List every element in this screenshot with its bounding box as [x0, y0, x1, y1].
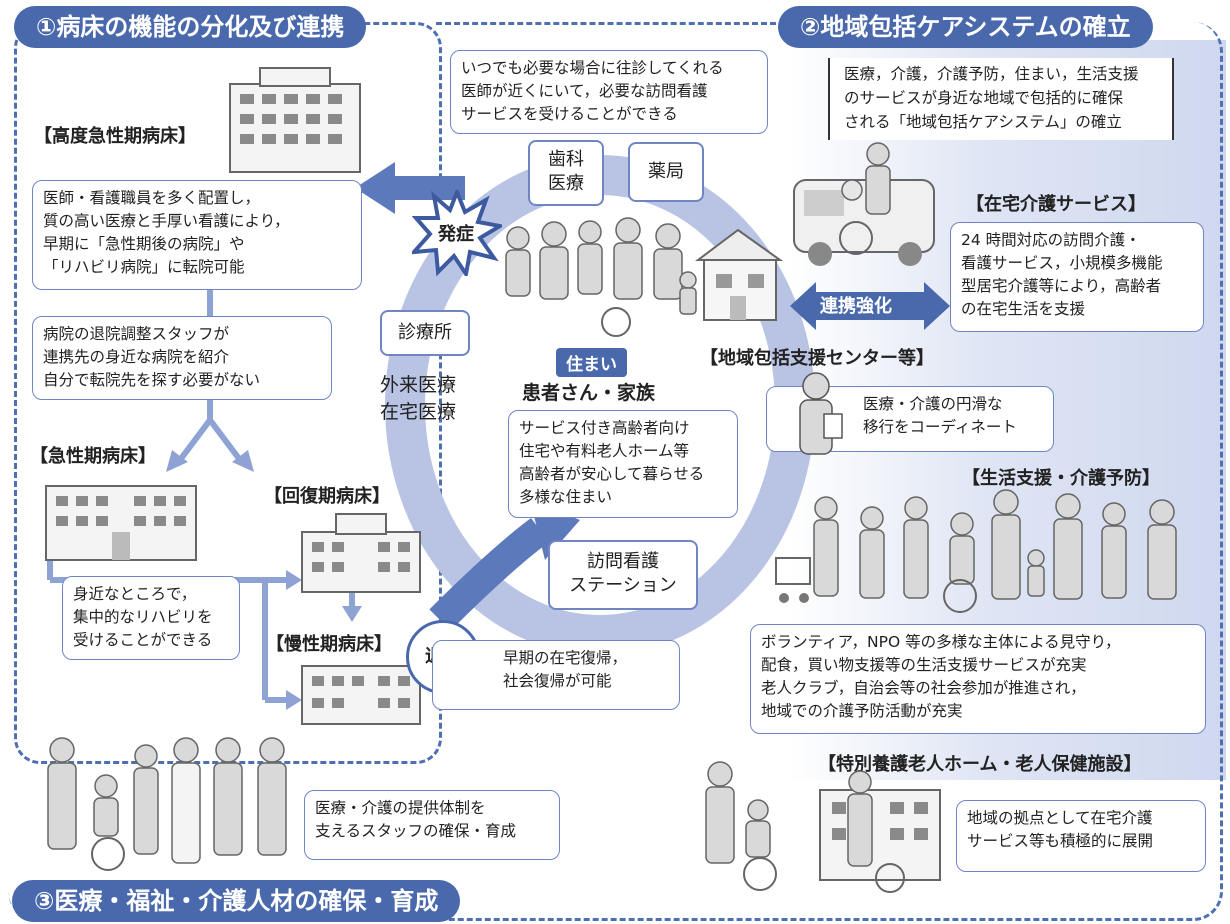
- high-acute-line-4: 「リハビリ病院」に転院可能: [43, 258, 245, 276]
- section2-title: ②地域包括ケアシステムの確立: [778, 6, 1153, 48]
- chronic-label: 【慢性期病床】: [266, 634, 392, 655]
- home-visit-line-2: 医師が近くにいて，必要な訪問看護: [461, 82, 708, 100]
- system-note-line-1: 医療，介護，介護予防，住まい，生活支援: [844, 65, 1139, 83]
- volunteer-line-2: 配食，買い物支援等の生活支援サービスが充実: [761, 656, 1087, 674]
- acute-hospital-building: [45, 485, 197, 561]
- section3-title: ③医療・福祉・介護人材の確保・育成: [12, 880, 461, 922]
- early-return-line-2: 社会復帰が可能: [503, 672, 612, 690]
- staff-line-2: 支えるスタッフの確保・育成: [315, 822, 517, 840]
- rehab-line-1: 身近なところで，: [73, 585, 197, 603]
- discharge-staff-line-1: 病院の退院調整スタッフが: [43, 325, 230, 343]
- nursing-facility-illustration: [705, 761, 941, 893]
- system-note-line-2: のサービスが身近な地域で包括的に確保: [844, 89, 1124, 107]
- onset-starburst-icon: [412, 190, 502, 276]
- home-visit-line-3: サービスを受けることができる: [461, 105, 678, 123]
- recovery-label: 【回復期病床】: [264, 486, 390, 507]
- home-care-line-4: の在宅生活を支援: [961, 300, 1086, 318]
- acute-label: 【急性期病床】: [30, 446, 156, 467]
- high-acute-line-1: 医師・看護職員を多く配置し，: [43, 189, 261, 207]
- outpatient-line-1: 外来医療: [380, 374, 457, 396]
- coordinator-illustration: [799, 372, 843, 455]
- high-acute-line-2: 質の高い医療と手厚い看護により，: [43, 212, 290, 230]
- outer-frame: [8, 22, 1223, 921]
- chronic-hospital-building: [301, 665, 421, 725]
- facility-line-1: 地域の拠点として在宅介護: [967, 809, 1153, 827]
- care-van-illustration: [793, 142, 935, 266]
- dental-line-1: 歯科: [548, 149, 584, 170]
- home-care-description: 24 時間対応の訪問介護・ 看護サービス，小規模多機能 型居宅介護等により，高齢…: [950, 222, 1204, 332]
- pharmacy-box: 薬局: [628, 142, 704, 202]
- patient-family-label: 患者さん・家族: [522, 382, 656, 404]
- clinic-text: 診療所: [398, 322, 452, 343]
- staff-line-1: 医療・介護の提供体制を: [315, 799, 486, 817]
- facility-label: 【特別養護老人ホーム・老人保健施設】: [818, 754, 1142, 775]
- discharge-staff-line-3: 自分で転院先を探す必要がない: [43, 371, 261, 389]
- rehab-line-2: 集中的なリハビリを: [73, 608, 213, 626]
- system-note: 医療，介護，介護予防，住まい，生活支援 のサービスが身近な地域で包括的に確保 さ…: [828, 58, 1174, 140]
- section1-title: ①病床の機能の分化及び連携: [14, 6, 367, 48]
- dental-care-box: 歯科 医療: [528, 140, 604, 206]
- recovery-hospital-building: [301, 513, 421, 593]
- housing-line-3: 高齢者が安心して暮らせる: [519, 465, 705, 483]
- cooperation-label: 連携強化: [820, 296, 892, 317]
- staff-description: 医療・介護の提供体制を 支えるスタッフの確保・育成: [304, 790, 560, 860]
- home-care-label: 【在宅介護サービス】: [966, 194, 1146, 215]
- home-care-line-1: 24 時間対応の訪問介護・: [961, 231, 1141, 249]
- facility-description: 地域の拠点として在宅介護 サービス等も積極的に展開: [956, 800, 1206, 872]
- volunteer-line-4: 地域での介護予防活動が充実: [761, 702, 963, 720]
- onset-label: 発症: [438, 224, 474, 245]
- housing-line-4: 多様な住まい: [519, 488, 613, 506]
- high-acute-label: 【高度急性期病床】: [34, 126, 196, 147]
- discharge-staff-description: 病院の退院調整スタッフが 連携先の身近な病院を紹介 自分で転院先を探す必要がない: [32, 316, 332, 400]
- volunteer-description: ボランティア，NPO 等の多様な主体による見守り， 配食，買い物支援等の生活支援…: [750, 624, 1206, 734]
- discharge-staff-line-2: 連携先の身近な病院を紹介: [43, 348, 230, 366]
- visiting-nursing-line-2: ステーション: [569, 575, 677, 596]
- high-acute-hospital-building: [229, 67, 361, 173]
- clinic-box: 診療所: [380, 310, 470, 356]
- early-return-line-1: 早期の在宅復帰，: [503, 649, 628, 667]
- housing-line-1: サービス付き高齢者向け: [519, 419, 690, 437]
- left-flow-arrows: [47, 280, 362, 710]
- community-elderly-illustration: [775, 489, 1177, 613]
- home-care-line-3: 型居宅介護等により，高齢者: [961, 277, 1162, 295]
- home-visit-line-1: いつでも必要な場合に往診してくれる: [461, 59, 724, 77]
- top-dash-line: [436, 22, 776, 25]
- outpatient-home-care: 外来医療 在宅医療: [380, 372, 456, 426]
- pharmacy-text: 薬局: [648, 161, 684, 182]
- visiting-nursing-box: 訪問看護 ステーション: [548, 540, 698, 610]
- visiting-nursing-line-1: 訪問看護: [587, 551, 659, 572]
- high-acute-description: 医師・看護職員を多く配置し， 質の高い医療と手厚い看護により， 早期に「急性期後…: [32, 180, 362, 290]
- volunteer-line-3: 老人クラブ，自治会等の社会参加が推進され，: [761, 679, 1086, 697]
- volunteer-line-1: ボランティア，NPO 等の多様な主体による見守り，: [761, 633, 1121, 651]
- outpatient-line-2: 在宅医療: [380, 401, 457, 423]
- rehab-description: 身近なところで， 集中的なリハビリを 受けることができる: [62, 576, 240, 660]
- system-note-line-3: される「地域包括ケアシステム」の確立: [844, 113, 1122, 131]
- onset-arrow: [355, 162, 465, 214]
- dental-line-2: 医療: [548, 173, 584, 194]
- high-acute-line-3: 早期に「急性期後の病院」や: [43, 235, 245, 253]
- cooperation-arrow: [790, 282, 950, 330]
- housing-badge: 住まい: [556, 348, 627, 377]
- early-return-description: 早期の在宅復帰， 社会復帰が可能: [432, 640, 680, 710]
- care-staff-illustration: [47, 737, 287, 871]
- support-center-label: 【地域包括支援センター等】: [700, 348, 934, 369]
- patient-family-illustration: [505, 217, 784, 337]
- life-support-label: 【生活支援・介護予防】: [962, 468, 1160, 489]
- facility-line-2: サービス等も積極的に展開: [967, 832, 1154, 850]
- housing-description: サービス付き高齢者向け 住宅や有料老人ホーム等 高齢者が安心して暮らせる 多様な…: [508, 410, 738, 518]
- home-care-line-2: 看護サービス，小規模多機能: [961, 254, 1163, 272]
- housing-line-2: 住宅や有料老人ホーム等: [519, 442, 690, 460]
- coordinate-line-2: 移行をコーディネート: [863, 418, 1017, 436]
- home-visit-description: いつでも必要な場合に往診してくれる 医師が近くにいて，必要な訪問看護 サービスを…: [450, 50, 768, 134]
- rehab-line-3: 受けることができる: [73, 631, 213, 649]
- coordinate-line-1: 医療・介護の円滑な: [863, 395, 1003, 413]
